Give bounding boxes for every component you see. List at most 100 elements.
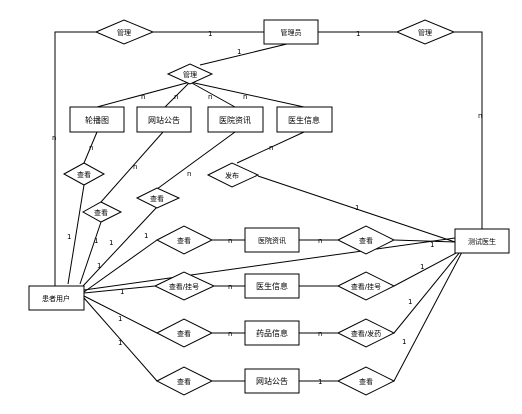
edge-mc-docinfo [189,81,305,108]
edge-patient-vno [83,297,158,382]
rel-manage-right-label: 管理 [418,28,432,37]
entity-doctor-info: 医生信息 [276,106,333,133]
edge-vnr-doctor [393,239,456,243]
cardinality-label: n [269,144,273,152]
rel-manage-center: 管理 [166,63,214,85]
cardinality-label: n [52,134,56,142]
rel-view-drug-left: 查看 [155,318,214,348]
rel-view-drug-left-label: 查看 [177,329,191,338]
rel-publish-label: 发布 [225,171,239,180]
edge-admin-manage-center [199,42,292,66]
edge-publish-doctor [257,175,456,243]
cardinality-label: 1 [408,298,412,306]
rel-view-notice-right: 查看 [336,366,396,396]
entity-site-notice: 网站公告 [136,106,192,133]
rel-view-news-right-label: 查看 [359,236,373,245]
rel-view-news-left: 查看 [155,225,214,255]
rel-manage-right: 管理 [395,19,456,45]
edge-manage-left-patient [54,31,96,287]
edge-vdr-doctor [393,251,461,334]
cardinality-label: n [89,144,93,152]
edge-patient-vn [83,239,158,293]
rel-view-notice-right-label: 查看 [359,377,373,386]
cardinality-label: 1 [356,30,360,38]
entity-hospital-news-label: 医院资讯 [219,115,251,125]
edge-view-patient-3 [82,206,158,287]
entity-test-doctor: 测试医生 [454,228,510,254]
entity-patient-user: 患者用户 [28,285,85,311]
edge-view-patient-2 [79,221,102,285]
cardinality-label: n [174,93,178,101]
rel-manage-left-label: 管理 [117,28,131,37]
edge-carousel-view [83,131,98,164]
cardinality-label: 1 [318,378,322,386]
cardinality-label: n [243,93,247,101]
rel-view-reg-right-label: 查看/挂号 [351,282,381,291]
edge-view-patient-1 [67,184,85,285]
entity-doctor-info-label: 医生信息 [288,115,320,125]
entity-doctor-info-2-label: 医生信息 [256,281,288,291]
edge-news-view [156,131,236,190]
entity-hospital-news: 医院资讯 [207,106,264,133]
rel-view-notice-left-label: 查看 [177,377,191,386]
rel-view-notice: 查看 [81,201,123,223]
cardinality-label: 1 [94,237,98,245]
entity-site-notice-2: 网站公告 [244,368,300,394]
entity-admin-label: 管理员 [281,28,302,37]
rel-view-news-left-label: 查看 [177,236,191,245]
rel-view-news: 查看 [135,187,181,209]
edge-mc-news [189,81,236,108]
cardinality-label: 1 [420,263,424,271]
entity-hospital-news-2: 医院资讯 [244,227,300,253]
entity-carousel-label: 轮播图 [85,115,109,125]
entity-site-notice-label: 网站公告 [148,115,180,125]
edge-mc-notice [164,81,191,108]
rel-view-carousel: 查看 [62,162,106,186]
edge-mc-carousel [96,81,191,108]
rel-view-notice-label: 查看 [94,208,108,217]
rel-view-carousel-label: 查看 [77,170,91,179]
entity-patient-user-label: 患者用户 [42,294,70,303]
rel-publish: 发布 [206,162,260,188]
cardinality-label: 1 [355,204,359,212]
entity-hospital-news-2-label: 医院资讯 [258,236,286,245]
cardinality-label: 1 [109,239,113,247]
cardinality-label: 1 [208,30,212,38]
rel-view-news-right: 查看 [336,225,396,255]
cardinality-label: 1 [402,338,406,346]
cardinality-label: n [228,283,232,291]
rel-view-notice-left: 查看 [155,366,214,396]
cardinality-label: 1 [430,241,434,249]
cardinality-label: 1 [144,232,148,240]
cardinality-label: 1 [118,339,122,347]
edge-vrr-doctor [393,251,459,287]
cardinality-label: n [187,170,191,178]
edge-docinfo-publish [236,131,305,164]
cardinality-label: 1 [237,48,241,56]
cardinality-label: n [318,237,322,245]
edge-notice-view [100,131,164,203]
edge-patient-vd [83,295,158,334]
edge-vnor-doctor [393,251,463,382]
rel-view-drug-right: 查看/发药 [336,318,396,348]
cardinality-label: n [228,237,232,245]
entity-admin: 管理员 [263,19,319,45]
cardinality-label: 1 [97,262,101,270]
cardinality-label: n [208,93,212,101]
entity-drug-info-label: 药品信息 [256,328,288,338]
cardinality-label: 1 [118,315,122,323]
rel-view-drug-right-label: 查看/发药 [351,329,381,338]
edge-manage-right-doctor [454,31,483,229]
rel-manage-center-label: 管理 [183,70,197,79]
edge-patient-doctor [83,237,456,291]
cardinality-label: 1 [67,233,71,241]
cardinality-label: n [318,330,322,338]
entity-site-notice-2-label: 网站公告 [256,376,288,386]
cardinality-label: n [141,93,145,101]
rel-view-reg-left-label: 查看/挂号 [169,282,199,291]
rel-view-news-label: 查看 [150,194,164,203]
entity-carousel: 轮播图 [69,106,125,133]
cardinality-label: 1 [120,288,124,296]
